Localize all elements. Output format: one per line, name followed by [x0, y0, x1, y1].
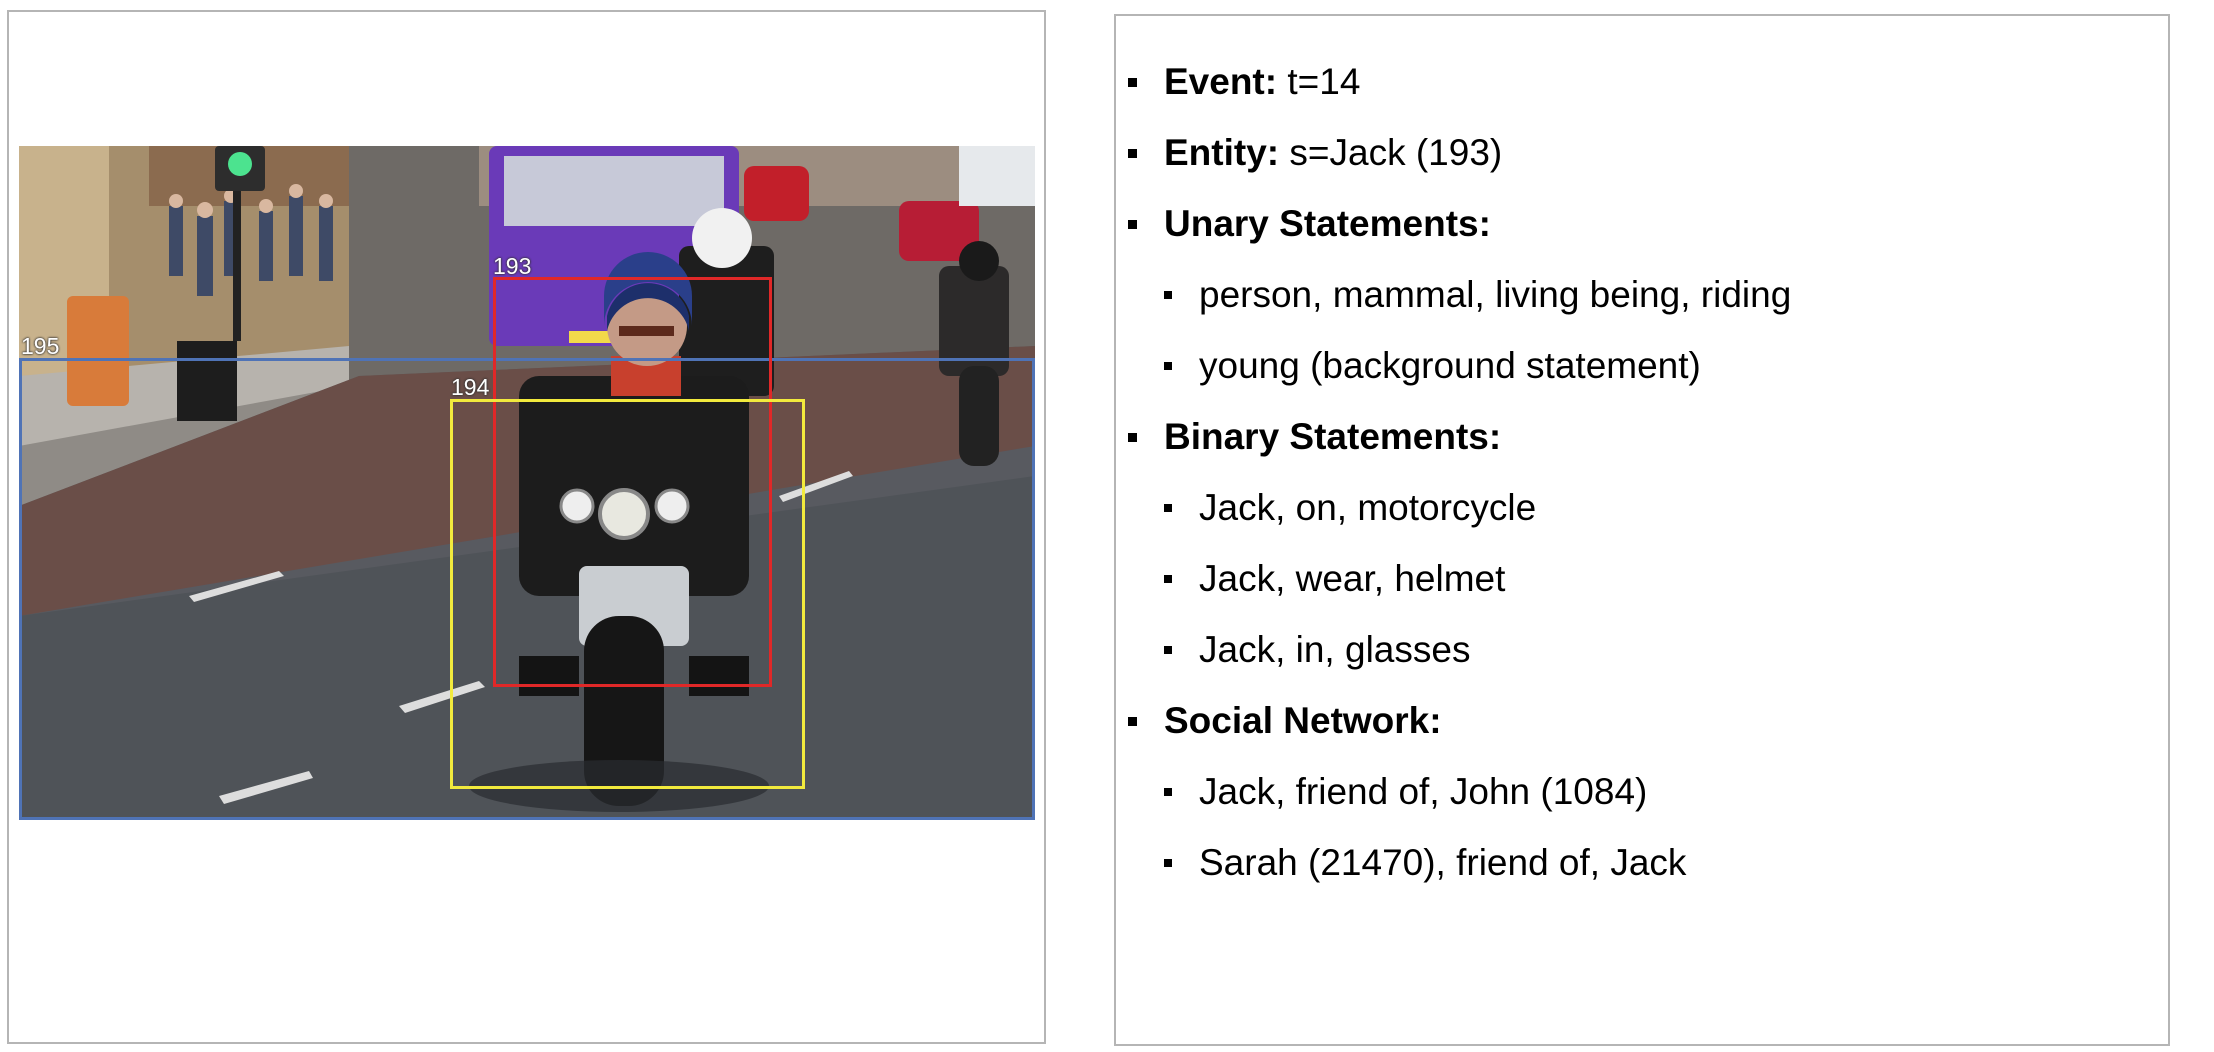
street-photo	[19, 146, 1035, 820]
unary-heading: Unary Statements:	[1128, 202, 1791, 246]
binary-item-text: Jack, wear, helmet	[1199, 558, 1506, 599]
bullet-icon	[1164, 788, 1172, 796]
event-label: Event:	[1164, 61, 1278, 102]
bullet-icon	[1128, 433, 1137, 442]
bullet-icon	[1128, 149, 1137, 158]
unary-item-text: young (background statement)	[1199, 345, 1701, 386]
unary-label: Unary Statements:	[1164, 203, 1491, 244]
bullet-icon	[1128, 717, 1137, 726]
bullet-icon	[1128, 78, 1137, 87]
bbox-194	[450, 399, 805, 789]
event-item: Event: t=14	[1128, 60, 1791, 104]
facts-list: Event: t=14 Entity: s=Jack (193) Unary S…	[1128, 60, 1791, 912]
bbox-193	[493, 277, 772, 687]
social-item-text: Jack, friend of, John (1084)	[1199, 771, 1648, 812]
unary-item: person, mammal, living being, riding	[1128, 273, 1791, 317]
bullet-icon	[1164, 646, 1172, 654]
bullet-icon	[1164, 504, 1172, 512]
unary-item-text: person, mammal, living being, riding	[1199, 274, 1792, 315]
bbox-195	[19, 358, 1035, 820]
event-value: t=14	[1287, 61, 1361, 102]
social-item: Jack, friend of, John (1084)	[1128, 770, 1791, 814]
bullet-icon	[1164, 362, 1172, 370]
entity-item: Entity: s=Jack (193)	[1128, 131, 1791, 175]
bbox-193-label: 193	[493, 253, 532, 279]
binary-item: Jack, on, motorcycle	[1128, 486, 1791, 530]
social-item: Sarah (21470), friend of, Jack	[1128, 841, 1791, 885]
binary-item: Jack, in, glasses	[1128, 628, 1791, 672]
binary-item-text: Jack, on, motorcycle	[1199, 487, 1537, 528]
unary-item: young (background statement)	[1128, 344, 1791, 388]
social-item-text: Sarah (21470), friend of, Jack	[1199, 842, 1687, 883]
bullet-icon	[1164, 575, 1172, 583]
binary-item: Jack, wear, helmet	[1128, 557, 1791, 601]
binary-heading: Binary Statements:	[1128, 415, 1791, 459]
image-panel: 195 193 194	[7, 10, 1046, 1044]
entity-value: s=Jack (193)	[1289, 132, 1503, 173]
bullet-icon	[1164, 859, 1172, 867]
bbox-194-label: 194	[451, 374, 490, 400]
bullet-icon	[1164, 291, 1172, 299]
binary-item-text: Jack, in, glasses	[1199, 629, 1471, 670]
street-scene-illustration	[19, 146, 1035, 820]
binary-label: Binary Statements:	[1164, 416, 1502, 457]
entity-label: Entity:	[1164, 132, 1280, 173]
social-heading: Social Network:	[1128, 699, 1791, 743]
facts-panel: Event: t=14 Entity: s=Jack (193) Unary S…	[1114, 14, 2170, 1046]
social-label: Social Network:	[1164, 700, 1442, 741]
bbox-195-label: 195	[21, 333, 60, 359]
bullet-icon	[1128, 220, 1137, 229]
